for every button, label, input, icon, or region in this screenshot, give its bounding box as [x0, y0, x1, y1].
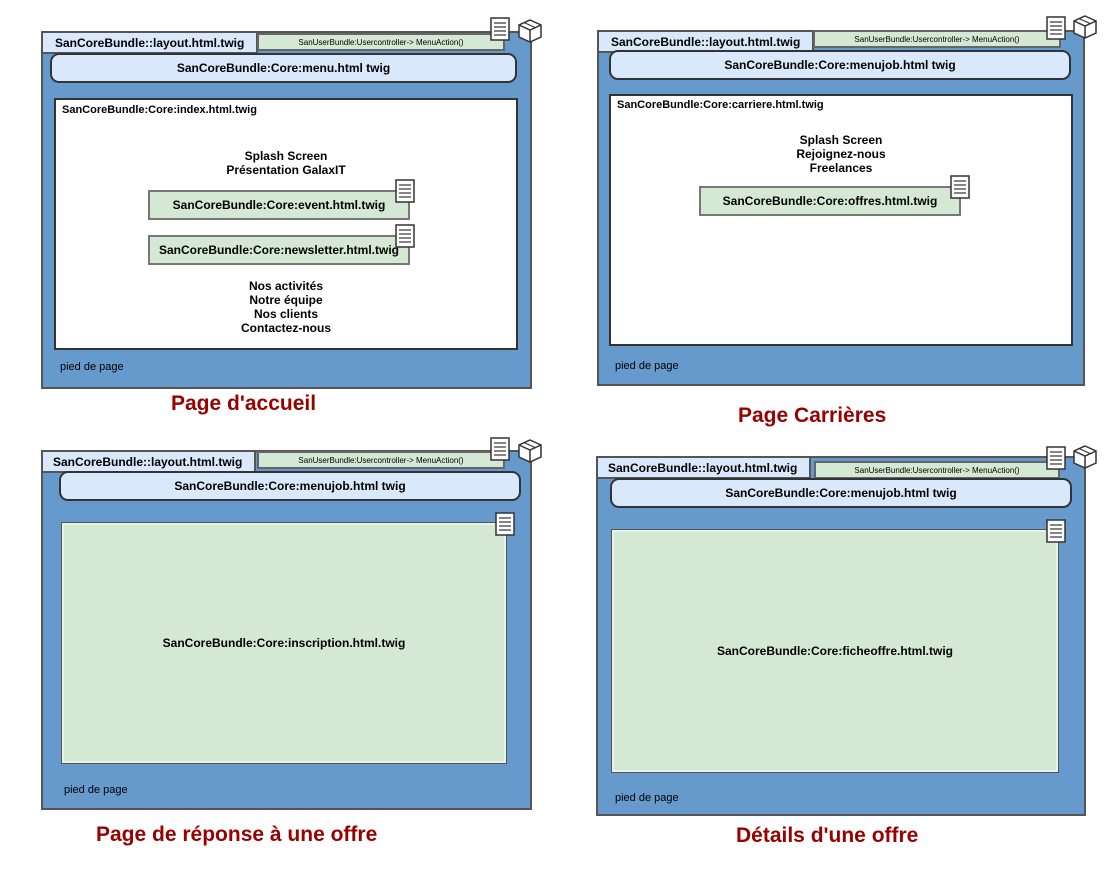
- intro-line: Splash Screen: [244, 149, 328, 163]
- section-item: Nos clients: [253, 307, 319, 321]
- controller-box: SanUserBundle:Usercontroller-> MenuActio…: [814, 461, 1060, 479]
- caption: Page de réponse à une offre: [96, 823, 378, 846]
- include-event: SanCoreBundle:Core:event.html.twig: [148, 190, 410, 220]
- caption: Détails d'une offre: [736, 824, 919, 847]
- package-icon: [1072, 14, 1098, 40]
- document-icon: [490, 437, 510, 461]
- include-newsletter: SanCoreBundle:Core:newsletter.html.twig: [148, 235, 410, 265]
- footer: pied de page: [64, 784, 128, 796]
- footer: pied de page: [615, 360, 679, 372]
- layout-title: SanCoreBundle::layout.html.twig: [43, 33, 259, 54]
- caption: Page Carrières: [738, 404, 887, 427]
- document-icon: [1046, 16, 1066, 40]
- controller-box: SanUserBundle:Usercontroller-> MenuActio…: [257, 451, 505, 469]
- layout-title: SanCoreBundle::layout.html.twig: [598, 458, 812, 479]
- section-item: Notre équipe: [249, 293, 323, 307]
- content-area: SanCoreBundle:Core:inscription.html.twig: [61, 522, 507, 764]
- section-item: Contactez-nous: [241, 321, 331, 335]
- intro-line: Freelances: [809, 161, 873, 175]
- menu-bar: SanCoreBundle:Core:menujob.html twig: [610, 478, 1072, 508]
- layout-frame-carrieres: SanCoreBundle::layout.html.twig SanUserB…: [597, 30, 1085, 386]
- document-icon: [950, 175, 970, 199]
- document-icon: [495, 512, 515, 536]
- package-icon: [1072, 444, 1098, 470]
- content-title: SanCoreBundle:Core:carriere.html.twig: [617, 99, 824, 111]
- layout-frame-accueil: SanCoreBundle::layout.html.twig SanUserB…: [41, 31, 532, 389]
- content-label: SanCoreBundle:Core:ficheoffre.html.twig: [716, 644, 953, 658]
- include-offres: SanCoreBundle:Core:offres.html.twig: [699, 186, 961, 216]
- document-icon: [1046, 519, 1066, 543]
- intro-line: Rejoignez-nous: [796, 147, 886, 161]
- menu-bar: SanCoreBundle:Core:menu.html twig: [50, 53, 517, 83]
- caption: Page d'accueil: [171, 392, 317, 415]
- footer: pied de page: [615, 792, 679, 804]
- content-label: SanCoreBundle:Core:inscription.html.twig: [162, 636, 406, 650]
- document-icon: [490, 17, 510, 41]
- menu-bar: SanCoreBundle:Core:menujob.html twig: [609, 50, 1071, 80]
- content-area: SanCoreBundle:Core:carriere.html.twig Sp…: [609, 94, 1073, 346]
- layout-frame-details: SanCoreBundle::layout.html.twig SanUserB…: [596, 456, 1086, 816]
- controller-box: SanUserBundle:Usercontroller-> MenuActio…: [257, 33, 505, 51]
- layout-frame-reponse: SanCoreBundle::layout.html.twig SanUserB…: [41, 450, 532, 810]
- package-icon: [517, 18, 543, 44]
- document-icon: [395, 179, 415, 203]
- content-area: SanCoreBundle:Core:index.html.twig Splas…: [54, 98, 518, 350]
- intro-line: Splash Screen: [799, 133, 883, 147]
- footer: pied de page: [60, 361, 124, 373]
- controller-box: SanUserBundle:Usercontroller-> MenuActio…: [813, 30, 1061, 48]
- package-icon: [517, 438, 543, 464]
- intro-line: Présentation GalaxIT: [226, 163, 346, 177]
- document-icon: [395, 224, 415, 248]
- content-title: SanCoreBundle:Core:index.html.twig: [62, 104, 257, 116]
- section-item: Nos activités: [248, 279, 324, 293]
- document-icon: [1046, 446, 1066, 470]
- menu-bar: SanCoreBundle:Core:menujob.html twig: [59, 471, 521, 501]
- content-area: SanCoreBundle:Core:ficheoffre.html.twig: [611, 529, 1059, 773]
- layout-title: SanCoreBundle::layout.html.twig: [43, 452, 257, 473]
